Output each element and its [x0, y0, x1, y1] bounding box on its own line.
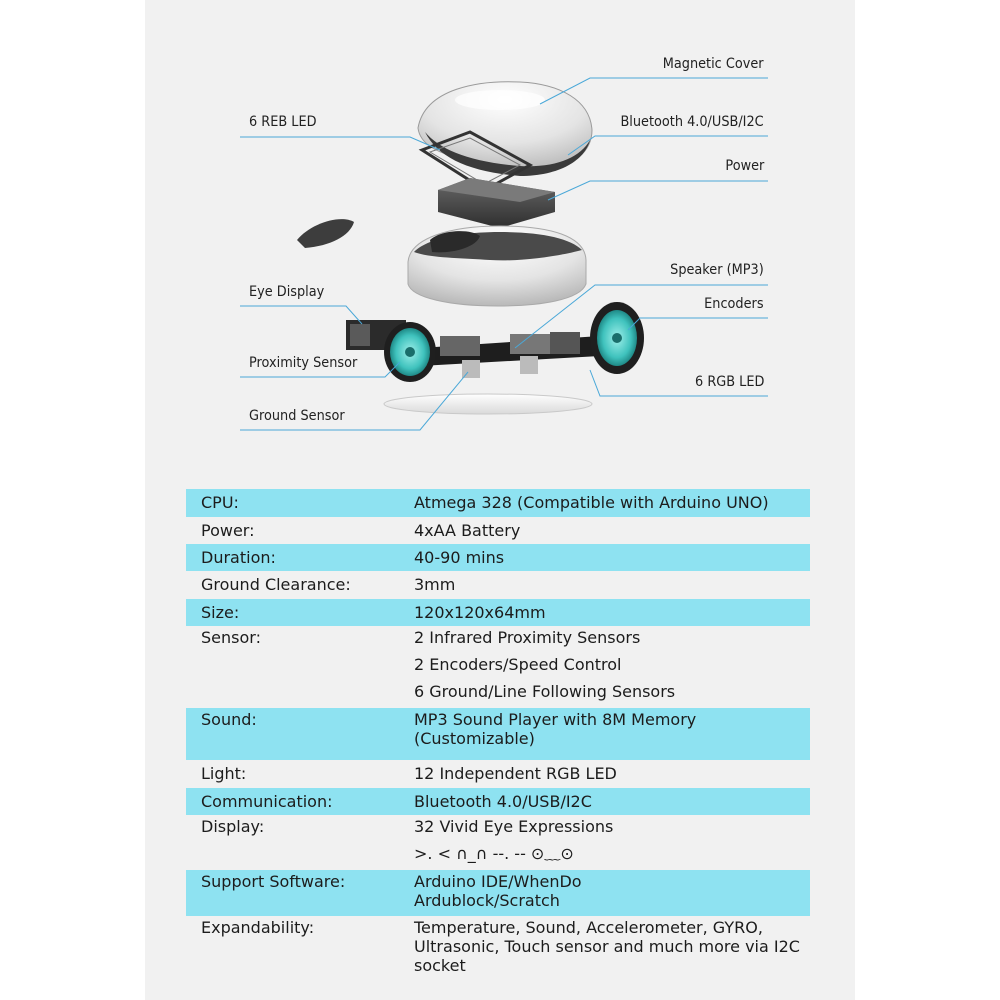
spec-row: Light: 12 Independent RGB LED — [186, 760, 810, 788]
spec-value: Bluetooth 4.0/USB/I2C — [414, 792, 592, 811]
spec-value-line: 2 Infrared Proximity Sensors — [414, 628, 641, 647]
spec-value-line: (Customizable) — [414, 729, 535, 748]
callout-speaker: Speaker (MP3) — [670, 262, 764, 278]
spec-label: Sound: — [201, 710, 257, 729]
spec-value-line: 40-90 mins — [414, 547, 505, 567]
spec-label: Size: — [201, 602, 240, 622]
spec-label: Communication: — [201, 791, 333, 811]
callout-magnetic-cover: Magnetic Cover — [663, 56, 764, 72]
spec-value-line: 12 Independent RGB LED — [414, 764, 617, 783]
led-ring-part — [418, 130, 534, 192]
left-wheel-part — [384, 322, 436, 382]
spec-label: Duration: — [201, 547, 276, 567]
spec-value-line: 3mm — [414, 575, 456, 594]
spec-value-line: MP3 Sound Player with 8M Memory — [414, 710, 697, 729]
spec-label: CPU: — [201, 493, 239, 512]
spec-value-line: Ultrasonic, Touch sensor and much more v… — [414, 937, 800, 956]
spec-row: Size: 120x120x64mm — [186, 599, 810, 626]
spec-row: Ground Clearance: 3mm — [186, 571, 810, 599]
spec-value: 40-90 mins — [414, 548, 504, 567]
callout-lines — [240, 77, 768, 431]
spec-label: Support Software: — [201, 872, 346, 891]
spec-row: Power: 4xAA Battery — [186, 517, 810, 544]
spec-row: CPU: Atmega 328 (Compatible with Arduino … — [186, 489, 810, 517]
callout-ground-sensor: Ground Sensor — [249, 408, 345, 424]
spec-label: Light: — [201, 764, 247, 783]
spec-row: Communication: Bluetooth 4.0/USB/I2C — [186, 788, 810, 815]
spec-value: 2 Infrared Proximity Sensors 2 Encoders/S… — [414, 628, 675, 709]
spec-value-line: 120x120x64mm — [414, 602, 546, 622]
magnetic-cover-part — [417, 81, 593, 176]
spec-value-line: 6 Ground/Line Following Sensors — [414, 682, 676, 701]
spec-label: Power: — [201, 520, 255, 540]
callout-bluetooth: Bluetooth 4.0/USB/I2C — [620, 114, 764, 130]
spec-value-line: Ardublock/Scratch — [414, 891, 560, 910]
spec-value-line: socket — [414, 956, 466, 975]
spec-label: Sensor: — [201, 628, 261, 647]
callout-proximity-sensor: Proximity Sensor — [249, 355, 358, 371]
spec-value: 120x120x64mm — [414, 603, 546, 622]
spec-value-line: Temperature, Sound, Accelerometer, GYRO, — [414, 918, 763, 937]
callout-rgb-led: 6 RGB LED — [694, 374, 764, 390]
spec-value: Temperature, Sound, Accelerometer, GYRO,… — [414, 918, 800, 975]
callout-reb-led: 6 REB LED — [249, 114, 317, 130]
spec-row: Sensor: 2 Infrared Proximity Sensors 2 Enc… — [186, 626, 810, 708]
chassis-part — [346, 320, 600, 378]
right-wheel-part — [590, 302, 644, 374]
robot-illustration — [240, 77, 768, 431]
spec-value: 4xAA Battery — [414, 521, 520, 540]
spec-value: MP3 Sound Player with 8M Memory(Customiz… — [414, 710, 696, 748]
spec-row: Sound: MP3 Sound Player with 8M Memory(Cu… — [186, 708, 810, 760]
main-body-part — [407, 225, 587, 307]
callout-encoders: Encoders — [704, 296, 764, 312]
visor-part — [297, 219, 354, 248]
spec-value: 32 Vivid Eye Expressions >. < ∩_∩ --. -- … — [414, 817, 613, 871]
spec-table: CPU: Atmega 328 (Compatible with Arduino … — [186, 489, 810, 992]
spec-value-line: 32 Vivid Eye Expressions — [414, 817, 614, 836]
spec-value-line: >. < ∩_∩ --. -- ⊙﹏⊙ — [414, 844, 574, 863]
spec-value: 12 Independent RGB LED — [414, 764, 617, 783]
exploded-diagram: Magnetic Cover 6 REB LED Bluetooth 4.0/U… — [0, 0, 1000, 460]
spec-row: Display: 32 Vivid Eye Expressions >. < ∩_∩… — [186, 815, 810, 870]
power-block-part — [438, 178, 555, 228]
spec-value: Atmega 328 (Compatible with Arduino UNO) — [414, 493, 769, 512]
spec-row: Duration: 40-90 mins — [186, 544, 810, 571]
spec-value-line: Bluetooth 4.0/USB/I2C — [414, 791, 592, 811]
callout-power: Power — [725, 158, 764, 174]
spec-value-line: Arduino IDE/WhenDo — [414, 872, 582, 891]
spec-value-line: 4xAA Battery — [414, 520, 521, 540]
spec-value-line: Atmega 328 (Compatible with Arduino UNO) — [414, 493, 769, 512]
callout-eye-display: Eye Display — [249, 284, 325, 300]
spec-value: 3mm — [414, 575, 455, 594]
spec-label: Expandability: — [201, 918, 315, 937]
base-plate-part — [383, 393, 593, 415]
spec-label: Display: — [201, 817, 265, 836]
spec-label: Ground Clearance: — [201, 575, 351, 594]
spec-row: Expandability: Temperature, Sound, Accele… — [186, 916, 810, 992]
spec-value-line: 2 Encoders/Speed Control — [414, 655, 622, 674]
